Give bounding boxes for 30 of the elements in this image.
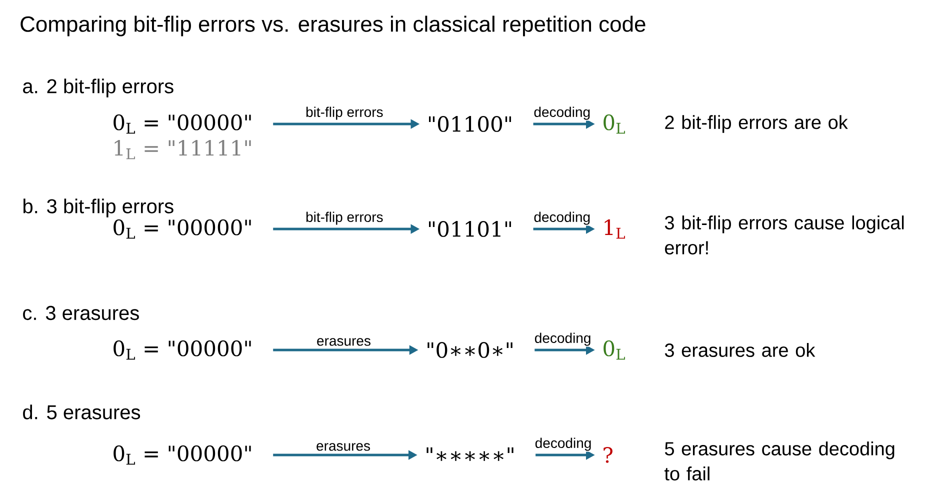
note: 2 bit-flip errors are ok (665, 115, 848, 133)
note: 5 erasures cause decoding to fail (664, 442, 894, 480)
section-heading: d. 5 erasures (23, 404, 140, 420)
result-symbol: ? (604, 447, 612, 463)
edge-label: erasures (315, 442, 372, 452)
result-symbol: 0$_{L}$ (604, 114, 625, 134)
codeword: "01101" (429, 221, 511, 237)
section-heading: b. 3 bit-flip errors (24, 198, 174, 218)
edge-label: erasures (316, 337, 372, 347)
title: Comparing bit-flip errors vs. erasures in classical repetition code (20, 16, 646, 36)
section-heading: a. 2 bit-flip errors (23, 78, 174, 98)
result-symbol: 1$_{L}$ (604, 219, 625, 239)
encoded-codeword: 0$_{L}$ = "00000" (114, 219, 251, 239)
note: 3 bit-flip errors cause logical error! (664, 216, 904, 254)
codeword: "01100" (429, 116, 511, 132)
section-heading: c. 3 erasures (23, 306, 139, 320)
note: 3 erasures are ok (664, 343, 816, 357)
codeword: 1$_{L}$ = "11111" (114, 140, 251, 160)
result-symbol: 0$_{L}$ (604, 340, 625, 360)
edge-label: decoding (532, 106, 592, 121)
encoded-codeword: 0$_{L}$ = "00000" (114, 340, 251, 360)
edge-label: decoding (533, 332, 592, 347)
edge-label: bit-flip errors (304, 106, 384, 121)
edge-label: decoding (534, 436, 593, 452)
codeword: "0∗∗0∗" (428, 342, 512, 358)
encoded-codeword: 0$_{L}$ = "00000" (114, 114, 251, 134)
edge-label: bit-flip errors (304, 210, 384, 226)
encoded-codeword: 0$_{L}$ = "00000" (114, 445, 251, 465)
edge-label: decoding (532, 210, 592, 226)
codeword: "∗∗∗∗∗" (426, 447, 514, 461)
